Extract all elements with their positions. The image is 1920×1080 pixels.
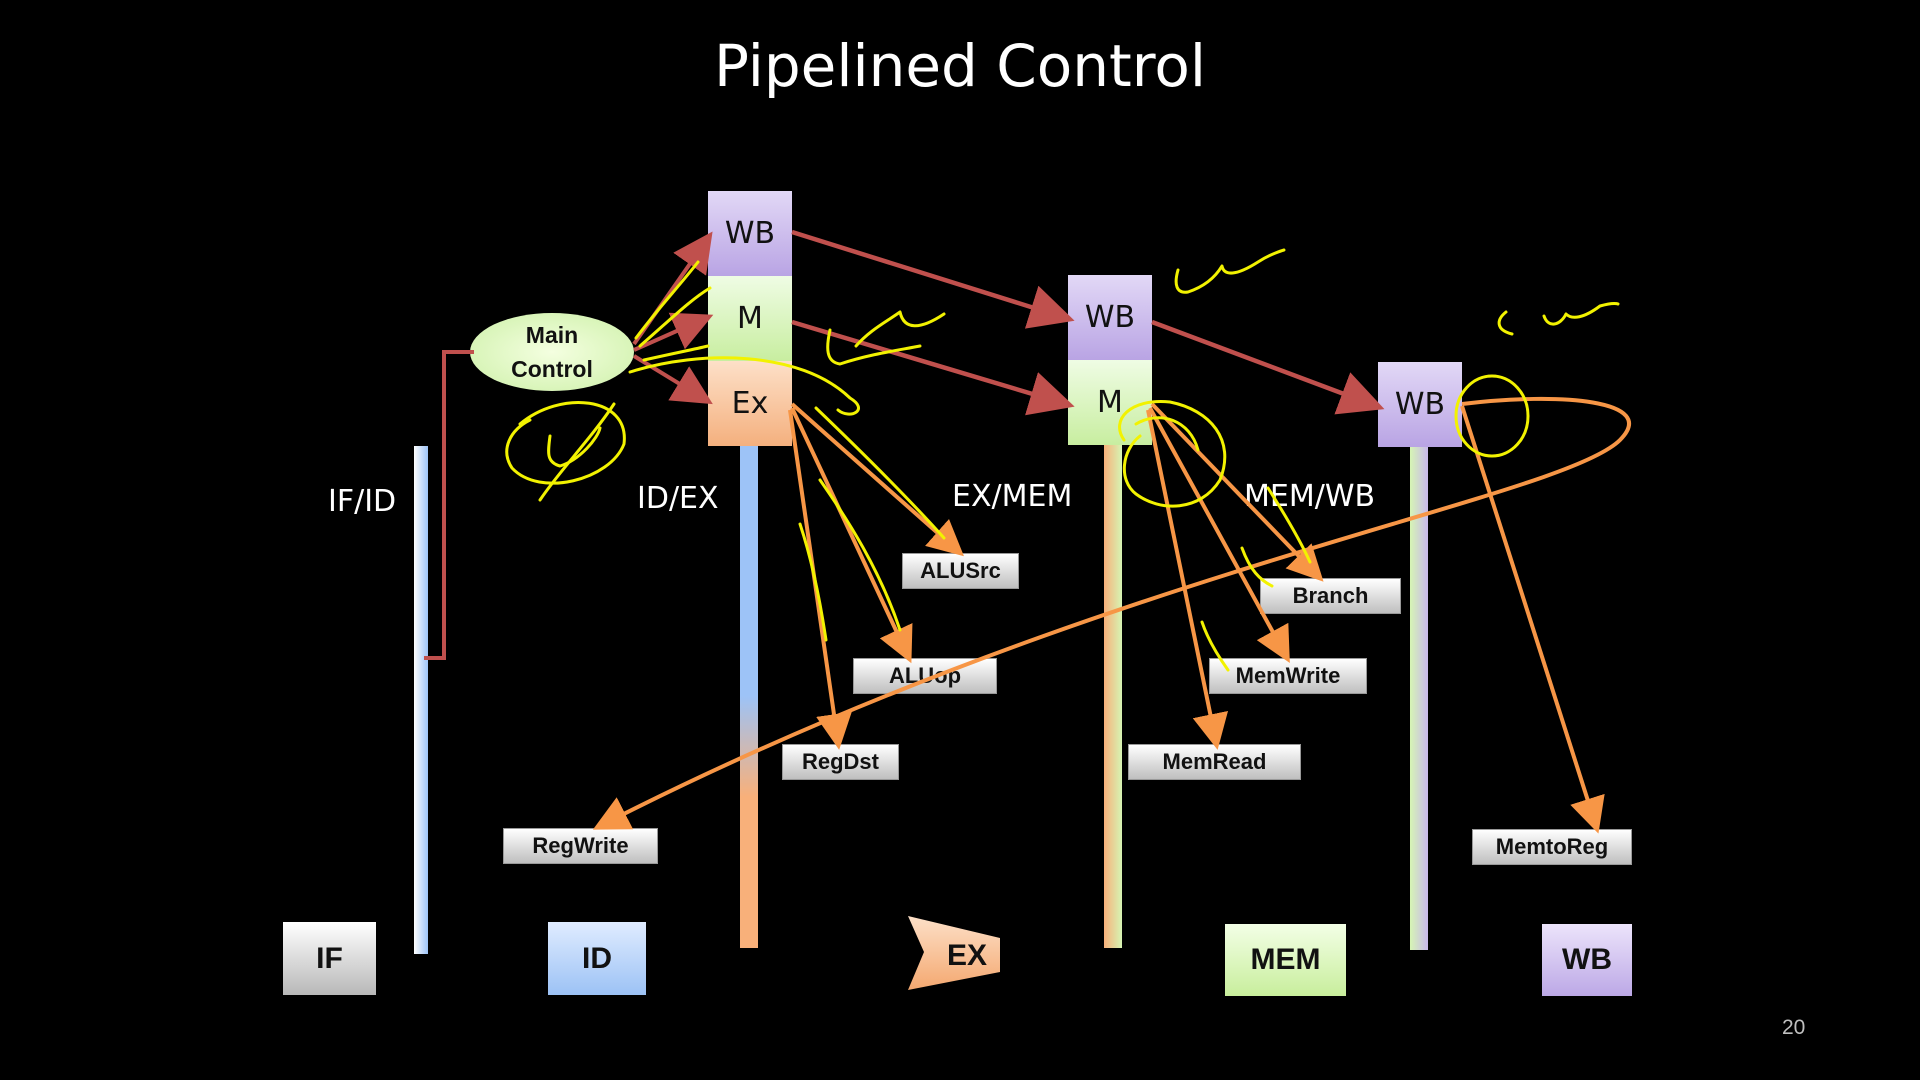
signal-aluop: ALUop: [853, 658, 997, 694]
arrow-m-to-ex-mem-m: [791, 319, 1075, 416]
handwritten-annotations: [505, 248, 1620, 672]
arrow-m-to-memread: [1146, 409, 1229, 750]
ex-mem-label: EX/MEM: [952, 479, 1073, 514]
mem-wb-wb-field: WB: [1378, 362, 1462, 447]
stage-if: IF: [283, 922, 376, 995]
mem-wb-label: MEM/WB: [1244, 479, 1376, 514]
slide-title: Pipelined Control: [714, 32, 1206, 100]
signal-branch: Branch: [1260, 578, 1401, 614]
stage-wb: WB: [1542, 924, 1632, 996]
ex-mem-m-field: M: [1068, 360, 1152, 445]
page-number: 20: [1782, 1016, 1806, 1039]
arrow-wb-to-memtoreg: [1460, 405, 1605, 834]
mem-wb-register-bar: [1410, 444, 1428, 950]
ex-mem-register-bar: [1104, 444, 1122, 948]
arrow-control-to-m: [633, 312, 714, 352]
if-id-label: IF/ID: [328, 484, 397, 519]
arrow-wb-to-ex-mem-wb: [791, 229, 1075, 329]
signal-regdst: RegDst: [782, 744, 899, 780]
stage-ex: EX: [947, 939, 987, 972]
main-control-line1: Main: [525, 322, 579, 348]
arrow-m-to-branch: [1150, 402, 1324, 582]
id-ex-register-bar: [740, 444, 758, 948]
arrow-ex-to-aluop: [790, 407, 913, 664]
id-ex-m-field: M: [708, 276, 792, 361]
main-control-unit: Main Control: [470, 313, 634, 391]
arrow-wb-to-mem-wb-wb: [1151, 319, 1385, 415]
ex-mem-wb-field: WB: [1068, 275, 1152, 360]
signal-memtoreg: MemtoReg: [1472, 829, 1632, 865]
if-id-control-wire: [424, 350, 474, 660]
stage-id: ID: [548, 922, 646, 995]
id-ex-label: ID/EX: [637, 481, 719, 516]
if-id-register-bar: [414, 446, 428, 954]
id-ex-wb-field: WB: [708, 191, 792, 276]
arrow-m-to-memwrite: [1148, 407, 1290, 664]
signal-regwrite: RegWrite: [503, 828, 658, 864]
arrow-control-to-ex: [632, 354, 713, 405]
arrow-ex-to-alusrc: [790, 402, 964, 557]
arrow-wb-to-regwrite: [592, 396, 1631, 830]
main-control-line2: Control: [511, 356, 593, 382]
id-ex-ex-field: Ex: [708, 361, 792, 446]
signal-alusrc: ALUSrc: [902, 553, 1019, 589]
stage-mem: MEM: [1225, 924, 1346, 996]
signal-memwrite: MemWrite: [1209, 658, 1367, 694]
signal-memread: MemRead: [1128, 744, 1301, 780]
stage-ex-shape: [908, 916, 1000, 990]
